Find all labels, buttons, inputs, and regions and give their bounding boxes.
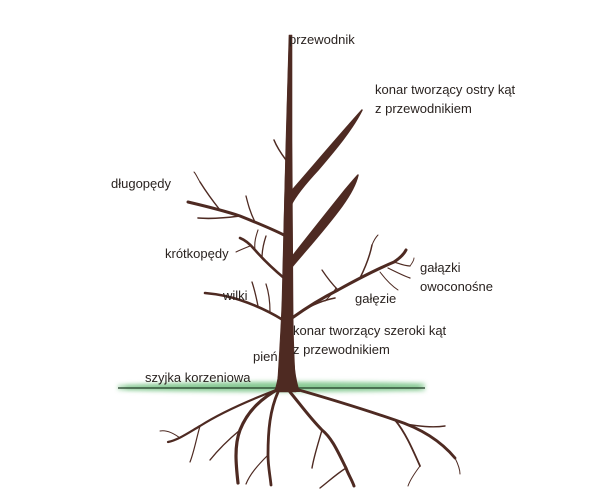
label-short-shoots: krótkopędy (165, 246, 229, 261)
label-fruiting-twigs-line2: owoconośne (420, 279, 493, 294)
roots (159, 386, 461, 489)
label-water-sprouts: wilki (223, 288, 248, 303)
label-wide-branch: konar tworzący szeroki kąt z przewodniki… (293, 321, 446, 359)
label-acute-branch-line2: z przewodnikiem (375, 101, 472, 116)
label-acute-branch-line1: konar tworzący ostry kąt (375, 82, 516, 97)
label-wide-branch-line1: konar tworzący szeroki kąt (293, 323, 447, 338)
label-wide-branch-line2: z przewodnikiem (293, 342, 390, 357)
label-branches: gałęzie (355, 291, 397, 306)
label-fruiting-twigs-line1: gałązki (420, 260, 461, 275)
label-leader: przewodnik (289, 32, 355, 47)
trunk-and-leader (276, 34, 297, 393)
label-long-shoots: długopędy (111, 176, 171, 191)
thick-branch (287, 174, 359, 269)
label-acute-branch: konar tworzący ostry kąt z przewodnikiem (375, 80, 515, 118)
label-root-collar: szyjka korzeniowa (145, 370, 251, 385)
label-trunk: pień (253, 349, 278, 364)
branches (186, 139, 415, 322)
trunk-base (274, 360, 300, 392)
acute-angle-branch (287, 109, 363, 206)
label-fruiting-twigs: gałązki owoconośne (420, 258, 493, 296)
